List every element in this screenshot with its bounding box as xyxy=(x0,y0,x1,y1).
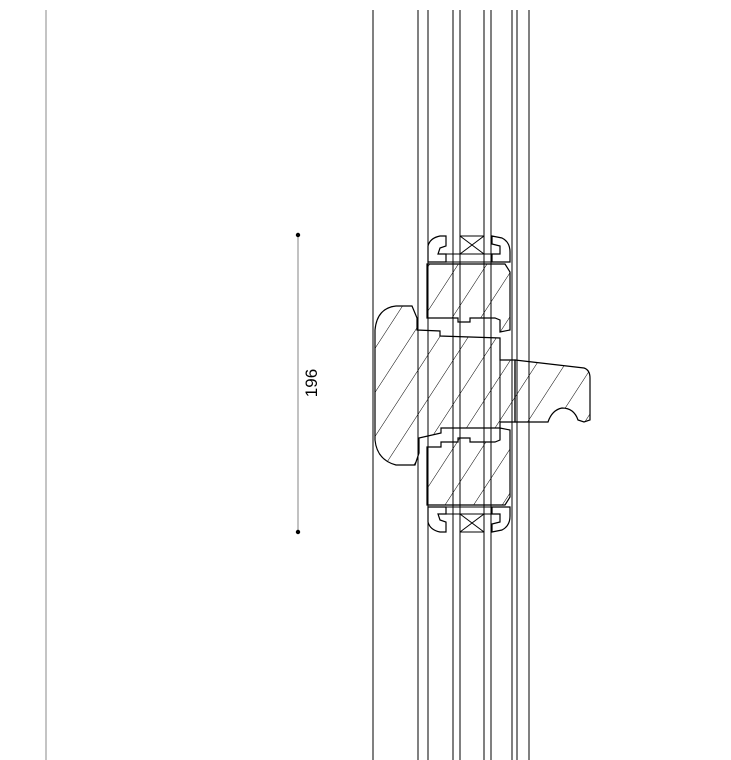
mullion-nose xyxy=(514,359,591,423)
lower-setting-block xyxy=(446,506,492,533)
upper-bead-lip xyxy=(427,235,511,263)
lower-glazing-bead xyxy=(426,427,511,506)
dimension-line xyxy=(295,232,301,535)
dimension-end-tick xyxy=(295,529,301,535)
upper-glazing-bead xyxy=(426,263,511,333)
mullion-profile xyxy=(374,305,516,466)
upper-setting-block xyxy=(446,235,492,263)
lower-bead-lip xyxy=(427,506,511,533)
dimension-start-tick xyxy=(295,232,301,238)
dimension-label: 196 xyxy=(302,369,321,397)
